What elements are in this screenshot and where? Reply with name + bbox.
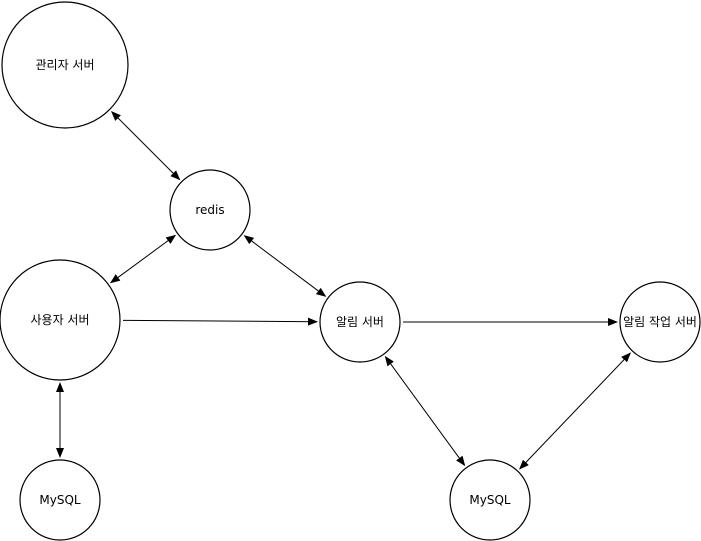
node-circle-mysql_notify [449,459,531,541]
node-circle-user [0,259,121,381]
node-redis: redis [169,169,251,251]
edge-worker-mysql_notify [519,352,631,470]
node-mysql_notify: MySQL [449,459,531,541]
edge-notify-mysql_notify [384,355,466,467]
node-circle-admin [1,1,129,129]
node-mysql_user: MySQL [19,459,101,541]
edge-user-notify [122,317,318,326]
node-admin: 관리자 서버 [1,1,129,129]
node-circle-mysql_user [19,459,101,541]
node-label-mysql_notify: MySQL [469,493,511,507]
edges-layer [56,110,631,470]
node-label-admin: 관리자 서버 [35,58,94,72]
node-worker: 알림 작업 서버 [619,281,701,363]
node-circle-notify [319,281,401,363]
node-label-notify: 알림 서버 [336,315,384,329]
edge-redis-user [109,234,177,284]
edge-admin-redis [110,110,181,181]
edge-redis-notify [243,235,327,297]
node-user: 사용자 서버 [0,259,121,381]
node-label-redis: redis [195,203,224,217]
node-circle-redis [169,169,251,251]
node-notify: 알림 서버 [319,281,401,363]
node-label-mysql_user: MySQL [39,493,81,507]
node-circle-worker [619,281,701,363]
node-label-user: 사용자 서버 [30,313,89,327]
node-label-worker: 알림 작업 서버 [623,315,697,329]
